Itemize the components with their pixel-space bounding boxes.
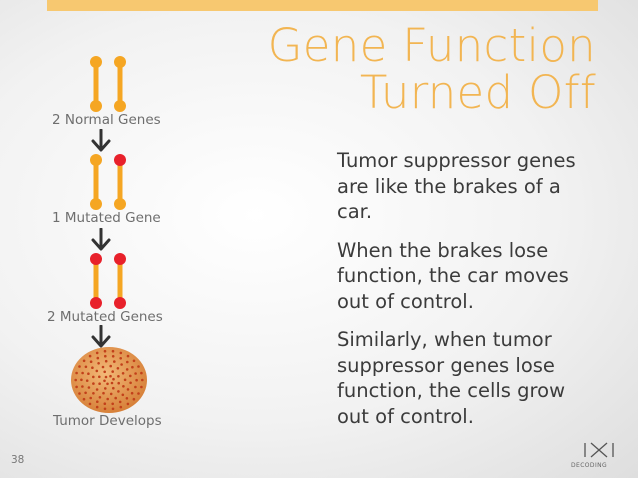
slide-title: Gene Function Turned Off bbox=[268, 22, 596, 116]
tumor-cell-icon bbox=[71, 347, 147, 413]
arrow-down-icon bbox=[91, 325, 111, 348]
top-accent-bar bbox=[47, 0, 598, 11]
stage-label-two-mutated: 2 Mutated Genes bbox=[47, 309, 163, 325]
stage-label-normal: 2 Normal Genes bbox=[52, 112, 161, 128]
gene-pair-icon-normal bbox=[90, 56, 126, 112]
logo-text: DECODING bbox=[571, 462, 608, 469]
title-line-1: Gene Function bbox=[267, 19, 596, 72]
page-number: 38 bbox=[11, 454, 25, 466]
paragraph-3: Similarly, when tumor suppressor genes l… bbox=[337, 328, 566, 428]
decoding-logo-icon bbox=[584, 442, 614, 458]
arrow-down-icon bbox=[91, 129, 111, 152]
body-text: Tumor suppressor genes are like the brak… bbox=[337, 148, 597, 442]
stage-label-one-mutated: 1 Mutated Gene bbox=[52, 210, 161, 226]
title-line-2: Turned Off bbox=[359, 66, 596, 119]
gene-pair-icon-one-mutated bbox=[90, 154, 126, 210]
paragraph-2: When the brakes lose function, the car m… bbox=[337, 238, 569, 313]
stage-label-tumor: Tumor Develops bbox=[53, 413, 162, 429]
paragraph-1: Tumor suppressor genes are like the brak… bbox=[337, 149, 576, 223]
arrow-down-icon bbox=[91, 228, 111, 251]
gene-pair-icon-two-mutated bbox=[90, 253, 126, 309]
